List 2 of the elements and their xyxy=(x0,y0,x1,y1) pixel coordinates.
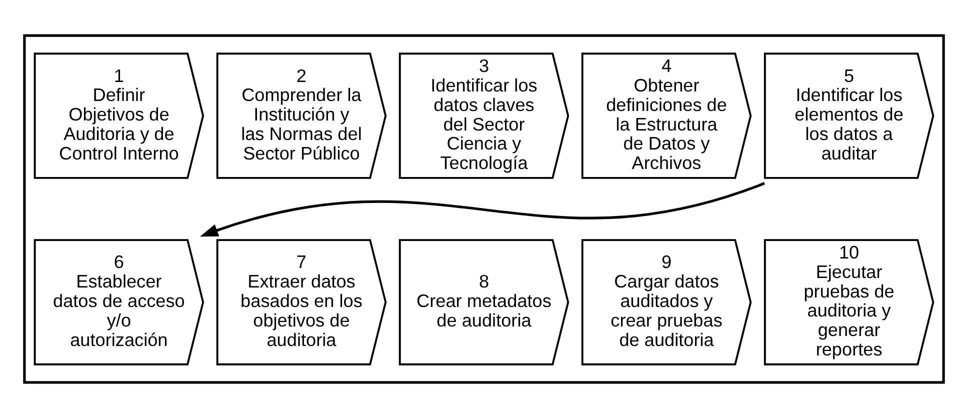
cluster xyxy=(23,34,945,384)
arrow xyxy=(200,182,765,237)
